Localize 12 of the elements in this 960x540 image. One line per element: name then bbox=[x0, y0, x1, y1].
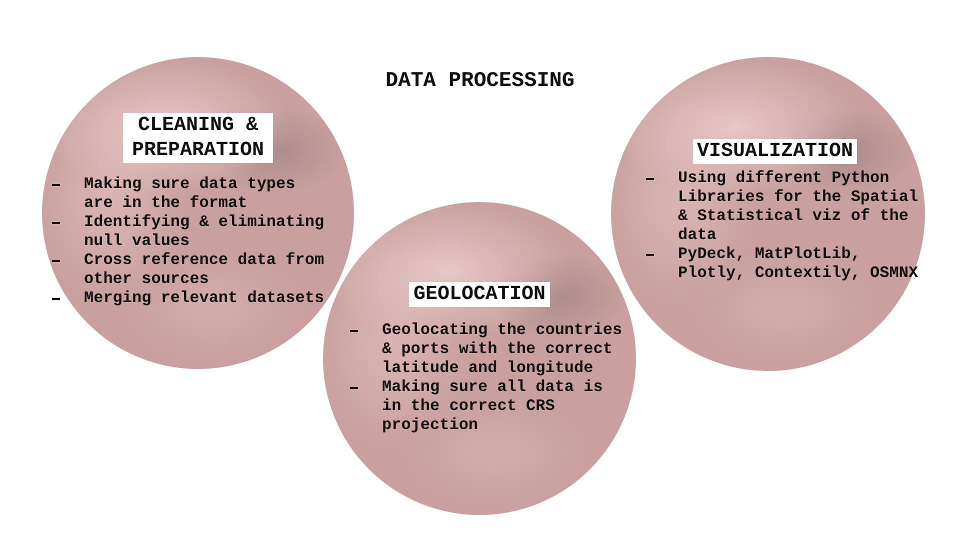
circle-heading: VISUALIZATION bbox=[692, 139, 858, 164]
bullet-text: Geolocating the countries & ports with the correct latitude and longitude bbox=[382, 321, 622, 377]
diagram-title: DATA PROCESSING bbox=[385, 70, 575, 94]
circle-heading: CLEANING & PREPARATION bbox=[123, 113, 273, 163]
bullet-text: Making sure data types are in the format bbox=[84, 175, 296, 212]
bullet-text: Merging relevant datasets bbox=[84, 289, 324, 307]
bullet-text: Using different Python Libraries for the Spatial & Statistical viz of the data bbox=[678, 169, 918, 244]
bullet-text: Identifying & eliminating null values bbox=[84, 213, 324, 250]
bullet-text: Making sure all data is in the correct CRS projection bbox=[382, 378, 603, 434]
bullet-text: Cross reference data from other sources bbox=[84, 251, 324, 288]
bullet-text: PyDeck, MatPlotLib, Plotly, Contextily, OSMNX bbox=[678, 245, 918, 282]
circle-heading: GEOLOCATION bbox=[409, 282, 550, 307]
